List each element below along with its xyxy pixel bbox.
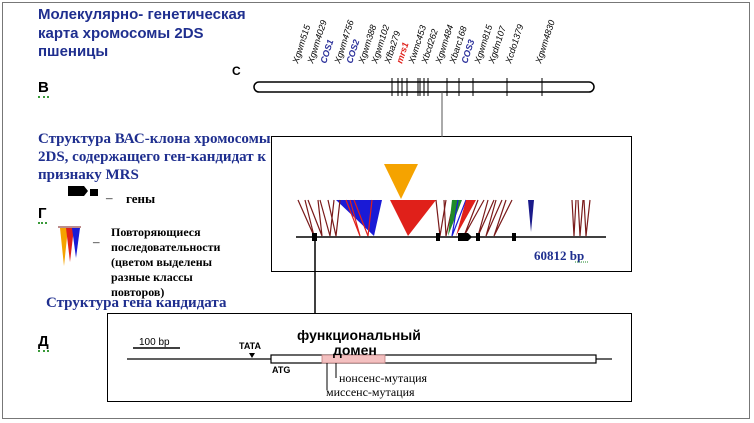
bac-gene-arrow — [458, 233, 472, 241]
chromosome-end-label: C — [232, 64, 241, 78]
repeat-orange-large — [384, 164, 418, 199]
repeats-line-2: последовательности — [111, 240, 221, 254]
legend-repeats-icon — [58, 226, 81, 266]
genes-dash: – — [106, 190, 113, 205]
repeats-line-4: разные классы — [111, 270, 193, 284]
gene-heading: Структура гена кандидата — [46, 295, 227, 311]
chromosome-marker-ticks — [391, 78, 543, 96]
bac-heading-line-2: 2DS, содержащего ген-кандидат к — [38, 149, 267, 165]
chromosome-marker-labels: Xgwm515Xgwm4029COS1Xgwm4756COS2Xgwm388Xg… — [290, 19, 557, 66]
repeats-dash: – — [93, 234, 100, 249]
tata-label: TATA — [239, 341, 261, 351]
panel-letter-g: Г — [38, 205, 47, 224]
atg-label: ATG — [272, 365, 290, 375]
genes-label: гены — [126, 191, 156, 206]
panel-letter-d: Д — [38, 333, 49, 352]
repeats-line-5: повторов) — [111, 285, 165, 299]
gene-scale-label: 100 bp — [139, 337, 170, 348]
title-line-1: Молекулярно- генетическая — [38, 6, 246, 23]
missense-label: миссенс-мутация — [326, 385, 415, 399]
title-line-2: карта хромосомы 2DS — [38, 25, 204, 42]
marker-label-xgwm4830: Xgwm4830 — [533, 19, 557, 66]
tata-marker — [249, 353, 255, 358]
domain-label-line-2: домен — [333, 342, 377, 358]
bac-gene-mark-1 — [312, 233, 317, 241]
bac-gene-mark-4 — [512, 233, 516, 241]
bac-gene-mark-2 — [436, 233, 440, 241]
legend-gene-icon — [68, 186, 98, 196]
repeat-red-narrow — [456, 200, 476, 236]
gene-exon — [270, 354, 597, 364]
repeat-navy-small — [528, 200, 534, 232]
bac-heading-line-3: признаку MRS — [38, 167, 139, 183]
bac-size-label: 60812 bp — [534, 248, 584, 263]
repeats-line-1: Повторяющиеся — [111, 225, 201, 239]
bac-repeat-triangles — [297, 164, 591, 237]
repeat-red-large — [390, 200, 436, 236]
panel-letter-v: В — [38, 79, 49, 98]
functional-domain-region — [321, 354, 386, 364]
title-line-3: пшеницы — [38, 43, 109, 60]
nonsense-label: нонсенс-мутация — [339, 371, 428, 385]
domain-label-line-1: функциональный — [297, 327, 421, 343]
repeats-line-3: (цветом выделены — [111, 255, 212, 269]
bac-heading-line-1: Структура ВАС-клона хромосомы — [38, 131, 271, 147]
bac-gene-mark-3 — [476, 233, 480, 241]
slide-frame — [2, 2, 750, 419]
